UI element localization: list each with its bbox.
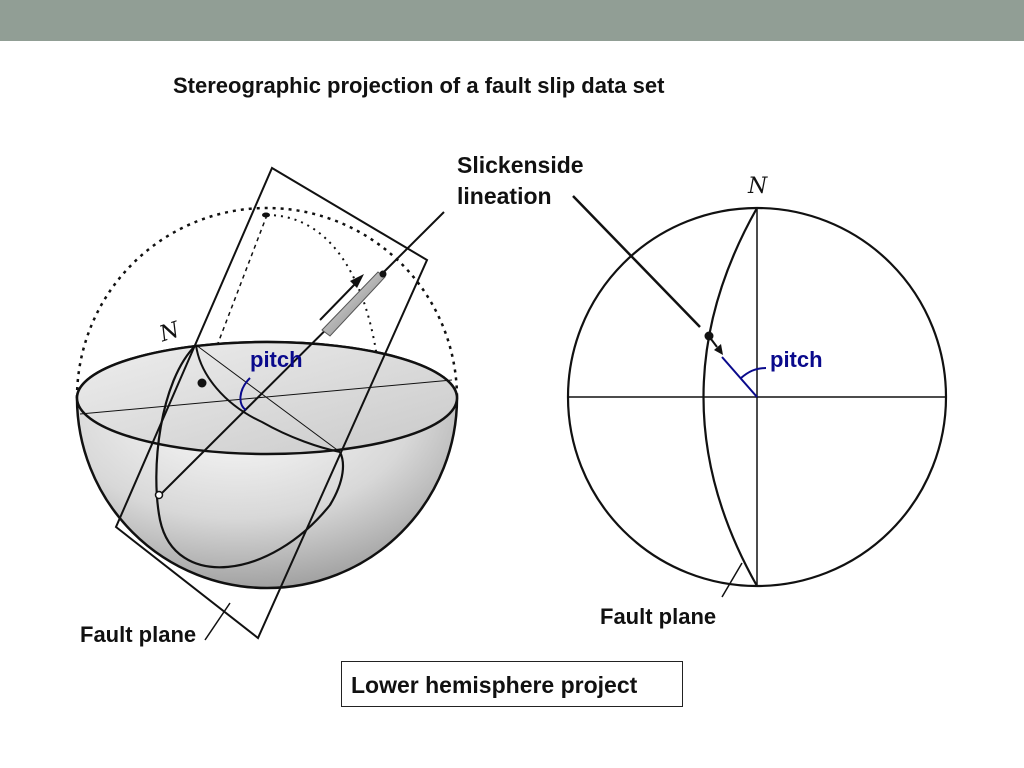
- pole-point: [262, 212, 270, 218]
- fault-plane-label-left: Fault plane: [80, 622, 197, 647]
- slickenside-leader: [572, 195, 701, 328]
- fault-plane-label-right: Fault plane: [600, 604, 717, 629]
- lineation-point-left: [197, 378, 207, 388]
- lineation-exit-point: [154, 490, 164, 500]
- fault-leader-right: [721, 562, 743, 598]
- slip-arrow-line-right: [710, 338, 718, 348]
- slide-title: Stereographic projection of a fault slip…: [173, 73, 665, 98]
- slickenside-label-line2: lineation: [457, 183, 552, 209]
- pitch-line-right: [721, 356, 758, 398]
- header-bar: [0, 0, 1024, 41]
- slip-arrow-head-right: [714, 344, 723, 355]
- slickenside-lineation-label: Slickenside lineation: [457, 150, 584, 212]
- fault-leader-left: [204, 602, 231, 641]
- rod-tip: [379, 270, 387, 278]
- lineation-point-right: [704, 331, 714, 341]
- caption-text: Lower hemisphere project: [351, 672, 638, 698]
- pitch-arc-right: [740, 367, 767, 379]
- slickenside-label-line1: Slickenside: [457, 152, 584, 178]
- fault-plane-rectangle: [114, 166, 429, 640]
- slip-arrow-line: [319, 283, 356, 321]
- pitch-arc-left: [239, 377, 251, 411]
- caption-box: [341, 661, 683, 707]
- north-label-right: N: [748, 174, 768, 199]
- disk-diameter-2: [195, 344, 341, 453]
- lineation-line: [159, 211, 445, 496]
- slickenside-rod: [321, 271, 386, 337]
- upper-hemisphere-outline: [75, 206, 459, 399]
- pitch-label-right: pitch: [770, 347, 823, 372]
- fault-great-circle-stereonet: [702, 207, 758, 587]
- slip-arrow-head: [350, 274, 364, 288]
- fault-trace-on-disk: [195, 344, 341, 453]
- pitch-label-left: pitch: [250, 347, 303, 372]
